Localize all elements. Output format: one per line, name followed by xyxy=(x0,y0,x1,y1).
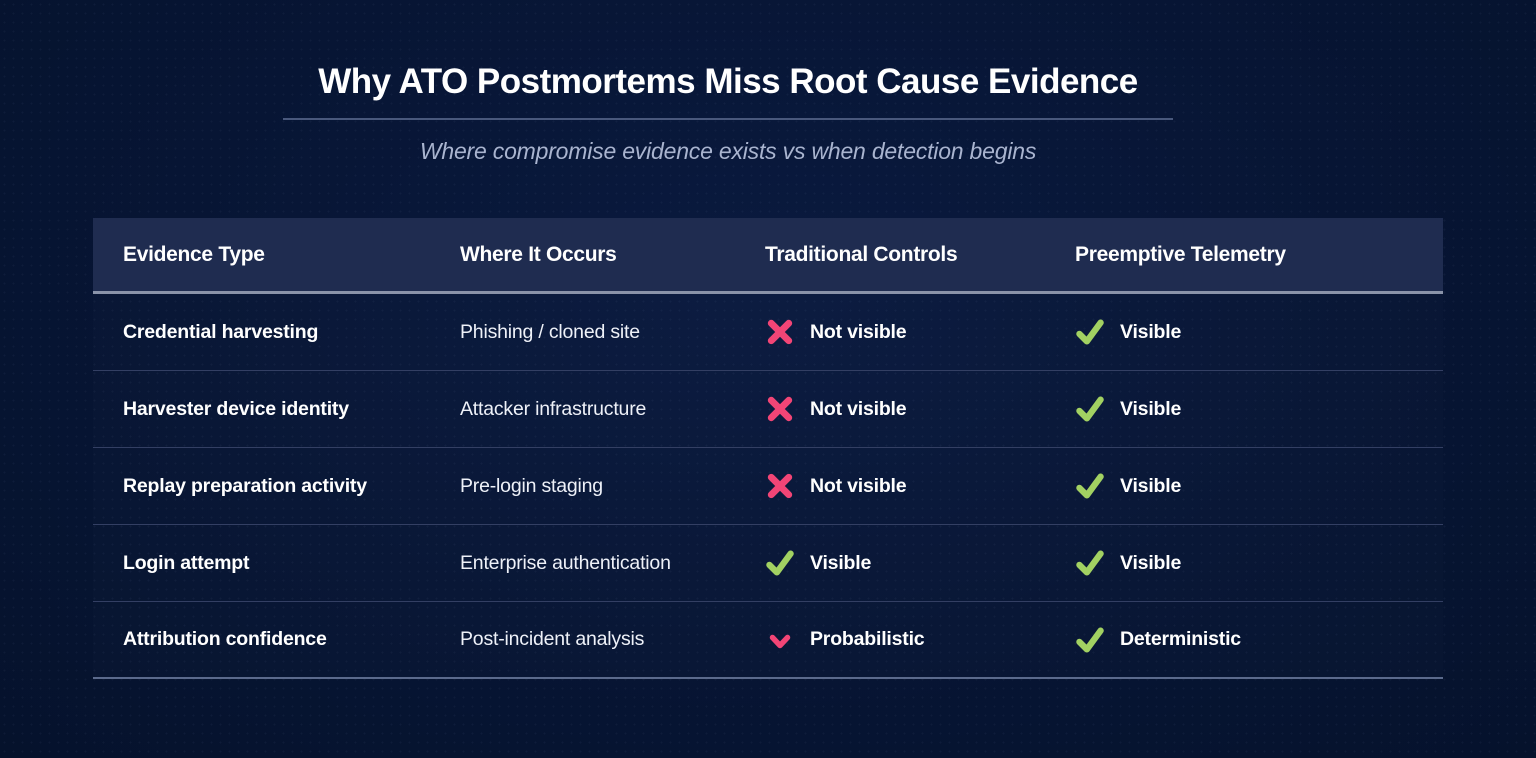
preemptive-telemetry-cell: Visible xyxy=(1045,548,1443,578)
check-icon xyxy=(765,548,795,578)
table-row: Credential harvesting Phishing / cloned … xyxy=(93,294,1443,371)
evidence-type-cell: Login attempt xyxy=(123,551,250,574)
check-icon xyxy=(1075,317,1105,347)
column-header-evidence-type: Evidence Type xyxy=(123,242,265,266)
page-subtitle: Where compromise evidence exists vs when… xyxy=(419,137,1037,164)
where-it-occurs-cell: Pre-login staging xyxy=(460,474,603,497)
traditional-controls-cell: Not visible xyxy=(735,317,1045,347)
evidence-type-cell: Credential harvesting xyxy=(123,320,319,343)
check-icon xyxy=(1075,471,1105,501)
status-label: Not visible xyxy=(810,320,907,343)
table-row: Replay preparation activity Pre-login st… xyxy=(93,448,1443,525)
evidence-type-cell: Harvester device identity xyxy=(123,397,349,420)
traditional-controls-cell: Not visible xyxy=(735,394,1045,424)
x-icon xyxy=(765,394,795,424)
status-label: Not visible xyxy=(810,397,907,420)
status-label: Visible xyxy=(1120,397,1182,420)
status-label: Not visible xyxy=(810,474,907,497)
evidence-table: Evidence Type Where It Occurs Traditiona… xyxy=(93,218,1443,679)
page-header: Why ATO Postmortems Miss Root Cause Evid… xyxy=(283,60,1173,165)
where-it-occurs-cell: Phishing / cloned site xyxy=(460,320,640,343)
column-header-where-it-occurs: Where It Occurs xyxy=(460,242,617,266)
table-row: Login attempt Enterprise authentication … xyxy=(93,525,1443,602)
evidence-type-cell: Attribution confidence xyxy=(123,628,327,650)
status-label: Visible xyxy=(1120,320,1182,343)
title-divider xyxy=(283,117,1173,120)
table-row: Attribution confidence Post-incident ana… xyxy=(93,602,1443,679)
x-icon xyxy=(765,317,795,347)
check-icon xyxy=(1075,394,1105,424)
chevron-down-icon xyxy=(765,630,795,654)
where-it-occurs-cell: Enterprise authentication xyxy=(460,551,671,574)
preemptive-telemetry-cell: Visible xyxy=(1045,394,1443,424)
preemptive-telemetry-cell: Visible xyxy=(1045,317,1443,347)
status-label: Visible xyxy=(1120,474,1182,497)
column-header-preemptive-telemetry: Preemptive Telemetry xyxy=(1075,242,1286,266)
where-it-occurs-cell: Attacker infrastructure xyxy=(460,397,647,420)
evidence-type-cell: Replay preparation activity xyxy=(123,474,367,497)
status-label: Deterministic xyxy=(1120,628,1241,650)
preemptive-telemetry-cell: Visible xyxy=(1045,471,1443,501)
status-label: Visible xyxy=(810,551,872,574)
table-row: Harvester device identity Attacker infra… xyxy=(93,371,1443,448)
check-icon xyxy=(1075,625,1105,655)
preemptive-telemetry-cell: Deterministic xyxy=(1045,625,1443,655)
where-it-occurs-cell: Post-incident analysis xyxy=(460,628,645,650)
page-title: Why ATO Postmortems Miss Root Cause Evid… xyxy=(318,62,1138,101)
check-icon xyxy=(1075,548,1105,578)
table-header-row: Evidence Type Where It Occurs Traditiona… xyxy=(93,218,1443,294)
status-label: Visible xyxy=(1120,551,1182,574)
column-header-traditional-controls: Traditional Controls xyxy=(765,242,958,266)
traditional-controls-cell: Probabilistic xyxy=(735,626,1045,654)
traditional-controls-cell: Visible xyxy=(735,548,1045,578)
x-icon xyxy=(765,471,795,501)
traditional-controls-cell: Not visible xyxy=(735,471,1045,501)
status-label: Probabilistic xyxy=(810,628,925,650)
